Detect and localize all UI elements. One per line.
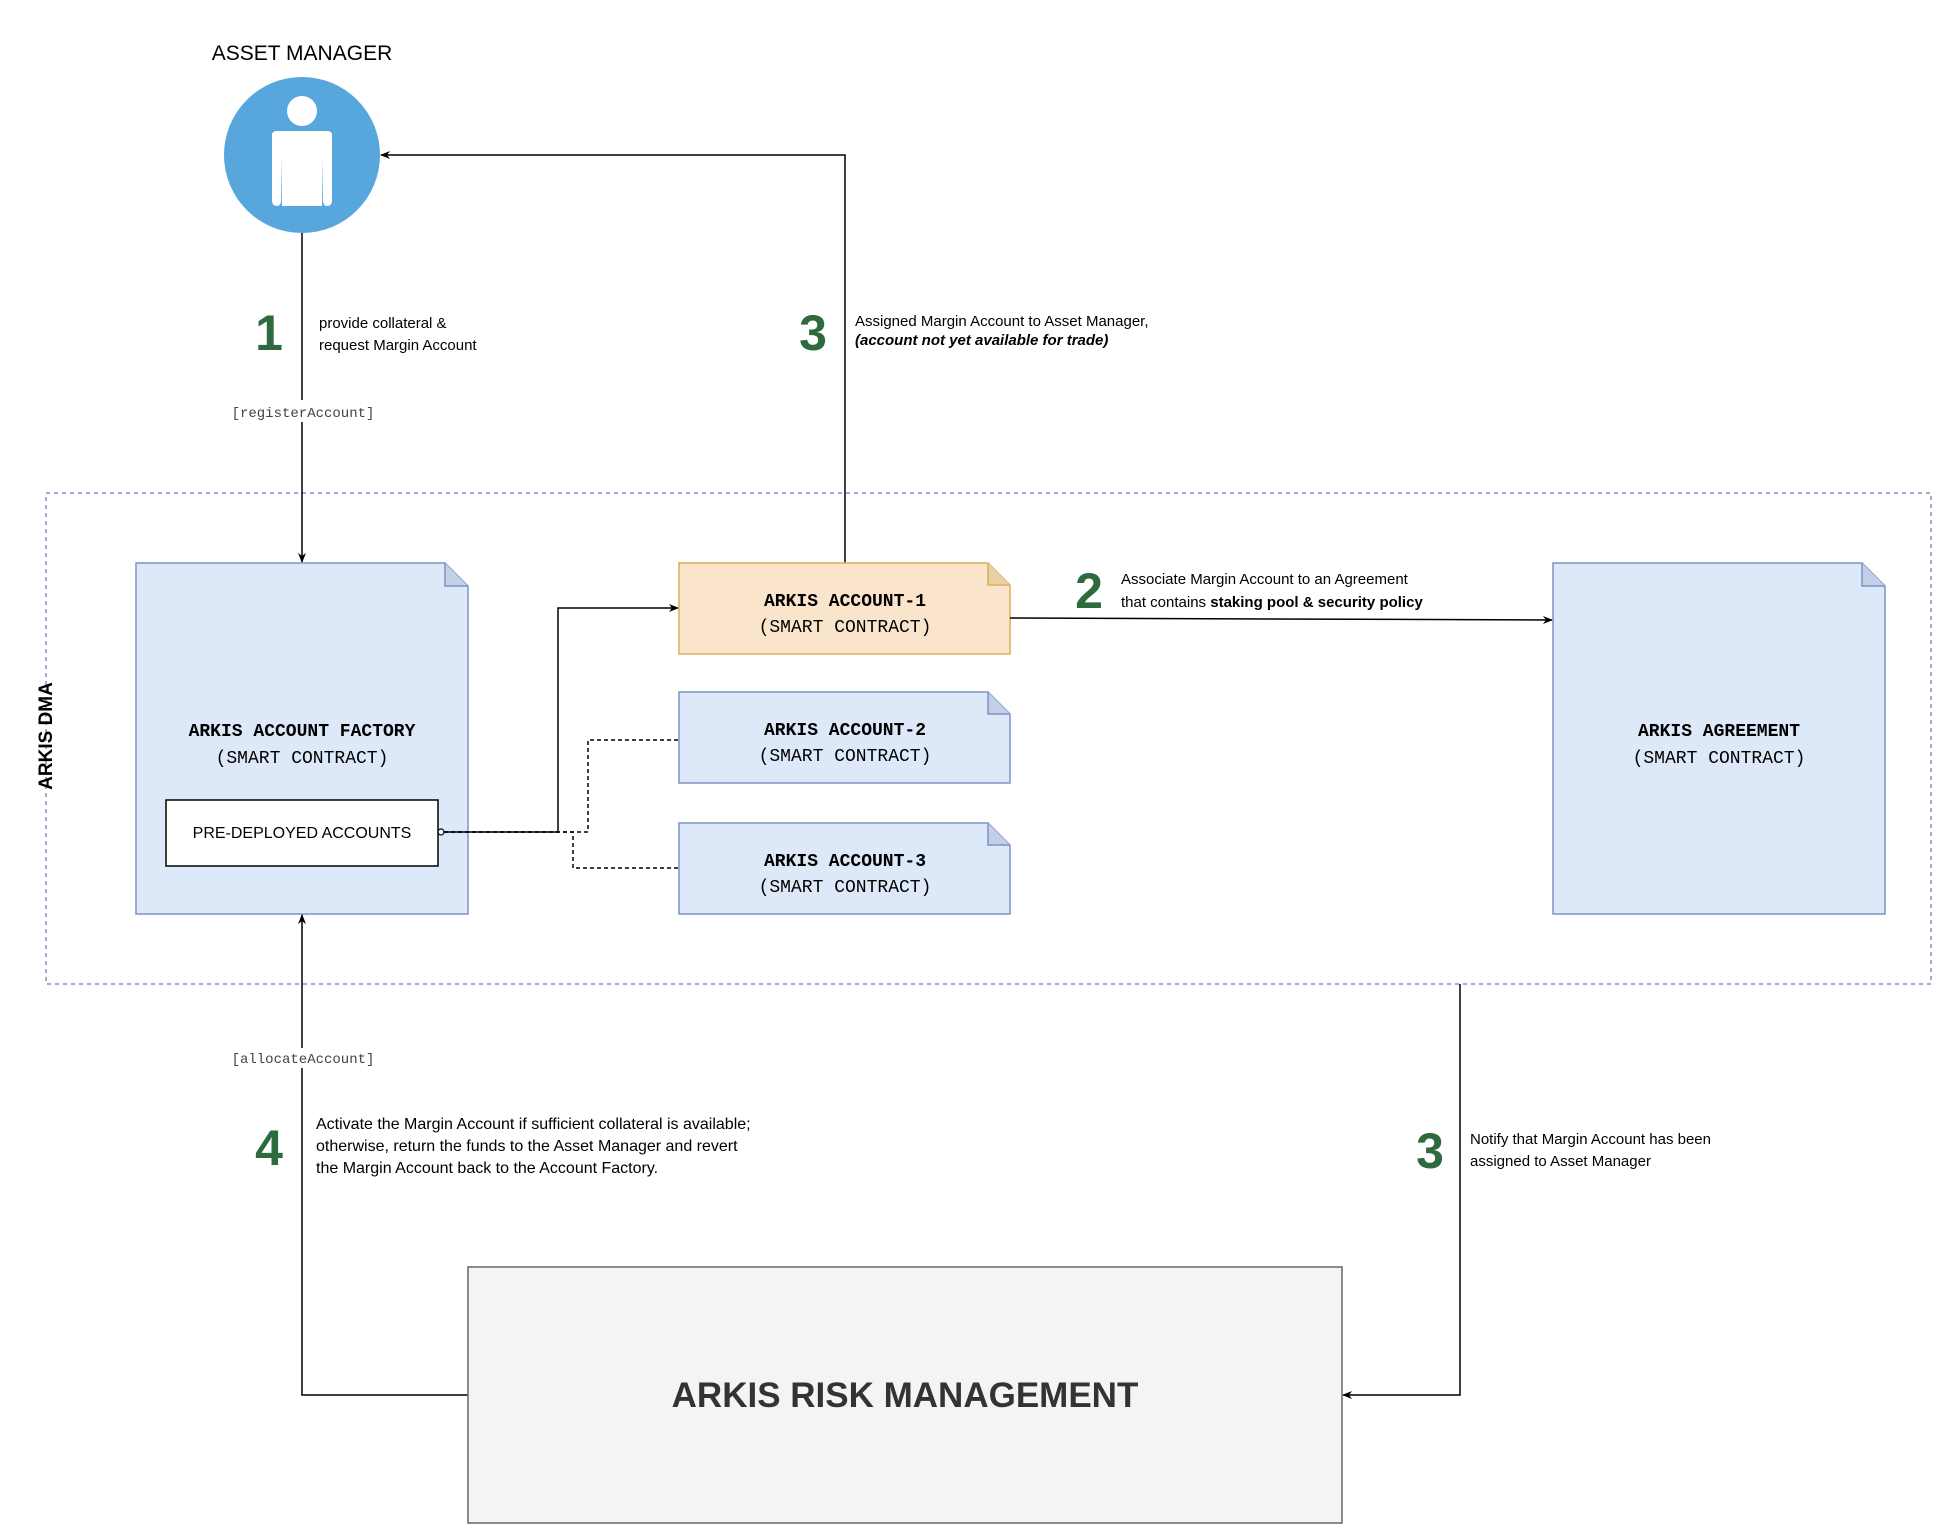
account-2-subtitle: (SMART CONTRACT) <box>759 747 932 767</box>
user-icon[interactable] <box>224 77 380 233</box>
assign-arrow <box>380 151 846 563</box>
step-4-number: 4 <box>255 1120 283 1176</box>
step-1-text-1: provide collateral & <box>319 315 447 332</box>
step-1-number: 1 <box>255 305 283 361</box>
account-3[interactable]: ARKIS ACCOUNT-3 (SMART CONTRACT) <box>678 822 1011 915</box>
account-1-title: ARKIS ACCOUNT-1 <box>764 592 926 612</box>
step-3a-number: 3 <box>799 305 827 361</box>
step-1-text-2: request Margin Account <box>319 337 477 354</box>
account-3-title: ARKIS ACCOUNT-3 <box>764 852 926 872</box>
step-2-text-2: that contains staking pool & security po… <box>1121 594 1423 611</box>
account-1-subtitle: (SMART CONTRACT) <box>759 618 932 638</box>
deploy-arrow-1 <box>444 604 679 833</box>
deploy-link-2 <box>444 739 679 833</box>
step-2-text-1: Associate Margin Account to an Agreement <box>1121 571 1409 588</box>
allocate-account-label: [allocateAccount] <box>232 1052 375 1068</box>
associate-arrow <box>1009 615 1553 624</box>
step-4-text-3: the Margin Account back to the Account F… <box>316 1160 658 1177</box>
factory-title: ARKIS ACCOUNT FACTORY <box>189 722 416 742</box>
agreement[interactable]: ARKIS AGREEMENT (SMART CONTRACT) <box>1552 562 1886 915</box>
step-4-text-1: Activate the Margin Account if sufficien… <box>316 1116 751 1133</box>
risk-title: ARKIS RISK MANAGEMENT <box>672 1376 1139 1415</box>
step-2-text-2b: staking pool & security policy <box>1210 594 1423 611</box>
account-1[interactable]: ARKIS ACCOUNT-1 (SMART CONTRACT) <box>678 562 1011 655</box>
account-2-title: ARKIS ACCOUNT-2 <box>764 721 926 741</box>
deploy-link-3 <box>444 831 679 869</box>
step-4-text-2: otherwise, return the funds to the Asset… <box>316 1138 738 1155</box>
container-label: ARKIS DMA <box>36 682 57 790</box>
step-3b-text-1: Notify that Margin Account has been <box>1470 1131 1711 1148</box>
agreement-title: ARKIS AGREEMENT <box>1638 722 1800 742</box>
pre-deployed-accounts[interactable]: PRE-DEPLOYED ACCOUNTS <box>165 799 439 867</box>
pre-deployed-label: PRE-DEPLOYED ACCOUNTS <box>193 825 412 842</box>
factory-subtitle: (SMART CONTRACT) <box>216 749 389 769</box>
agreement-subtitle: (SMART CONTRACT) <box>1633 749 1806 769</box>
step-2-number: 2 <box>1075 563 1103 619</box>
register-account-label: [registerAccount] <box>232 406 375 422</box>
account-3-subtitle: (SMART CONTRACT) <box>759 878 932 898</box>
account-2[interactable]: ARKIS ACCOUNT-2 (SMART CONTRACT) <box>678 691 1011 784</box>
step-3b-text-2: assigned to Asset Manager <box>1470 1153 1651 1170</box>
step-3a-text-1: Assigned Margin Account to Asset Manager… <box>855 313 1149 330</box>
risk-management[interactable]: ARKIS RISK MANAGEMENT <box>467 1266 1343 1524</box>
notify-arrow <box>1342 984 1461 1399</box>
step-2-text-2a: that contains <box>1121 594 1210 611</box>
step-3b-number: 3 <box>1416 1123 1444 1179</box>
arkis-dma-container <box>45 492 1932 985</box>
step-3a-text-2: (account not yet available for trade) <box>855 332 1108 349</box>
actor-label: ASSET MANAGER <box>212 42 393 65</box>
allocate-line <box>301 1068 468 1396</box>
